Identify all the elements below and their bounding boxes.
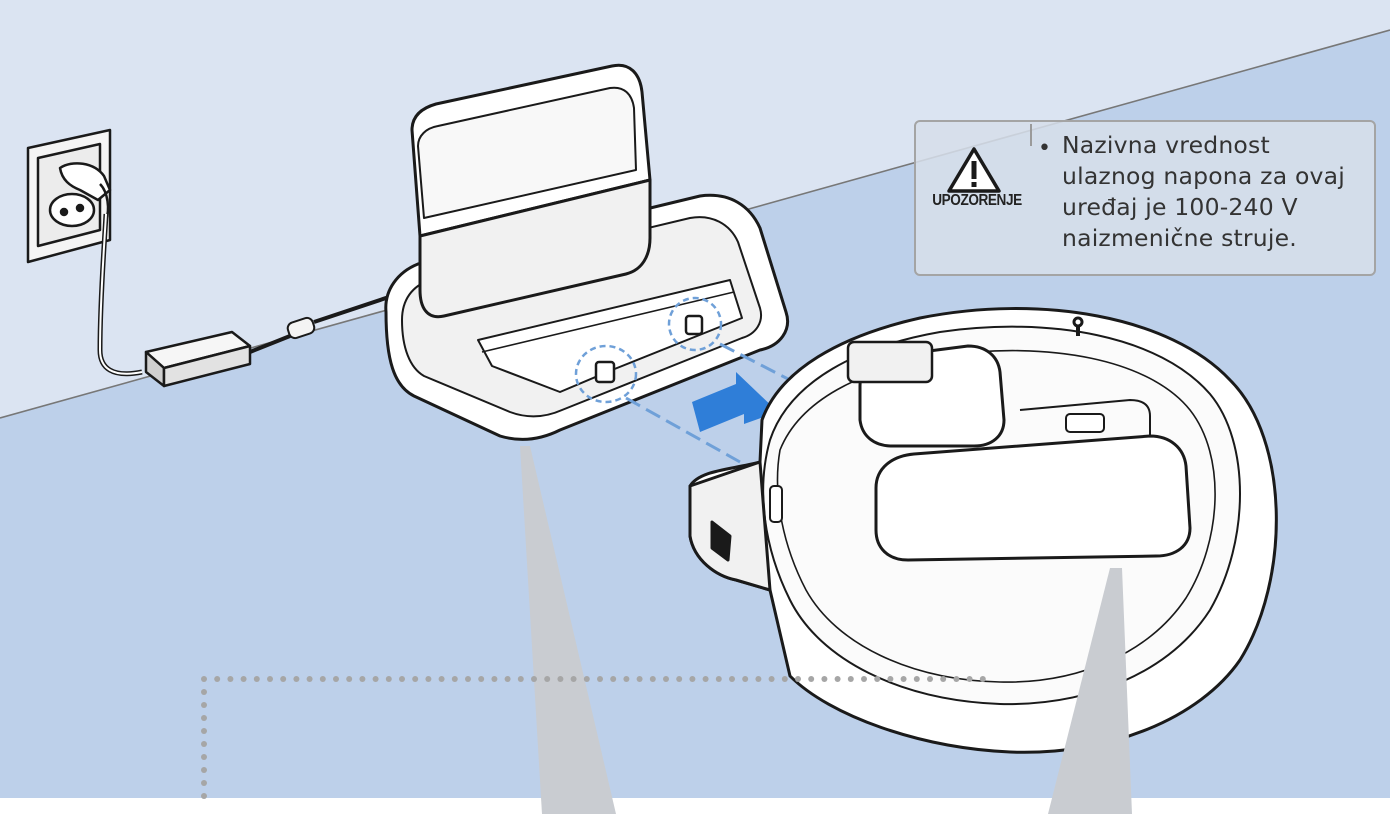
- guide-dot: [702, 676, 709, 682]
- warning-text: Nazivna vrednost ulaznog napona za ovaj …: [1062, 131, 1345, 252]
- guide-dot: [676, 676, 683, 682]
- guide-dot: [478, 676, 485, 682]
- guide-dot: [689, 676, 696, 682]
- cable-dock: [313, 294, 393, 324]
- callout-pointer-dock: [520, 446, 616, 814]
- guide-dot: [306, 676, 313, 682]
- guide-dot: [834, 676, 841, 682]
- guide-dot: [451, 676, 458, 682]
- guide-dot: [781, 676, 788, 682]
- bottom-band: [0, 798, 1390, 814]
- contact-highlights: [574, 296, 723, 404]
- guide-dot: [253, 676, 260, 682]
- guide-dot: [940, 676, 947, 682]
- guide-dot: [372, 676, 379, 682]
- guide-dot: [636, 676, 643, 682]
- power-adapter-icon: [144, 330, 252, 388]
- guide-dot: [214, 676, 221, 682]
- guide-dot: [517, 676, 524, 682]
- guide-dot: [610, 676, 617, 682]
- guide-dot: [887, 676, 894, 682]
- guide-dot: [742, 676, 749, 682]
- warning-box: UPOZORENJE • Nazivna vrednost ulaznog na…: [914, 120, 1376, 276]
- guide-dot: [412, 676, 419, 682]
- guide-dot: [583, 676, 590, 682]
- guide-dot: [438, 676, 445, 682]
- guide-dot: [953, 676, 960, 682]
- guide-dot: [201, 728, 207, 734]
- guide-dot: [755, 676, 762, 682]
- docking-station: [384, 63, 789, 441]
- guide-dot: [240, 676, 247, 682]
- guide-dot: [465, 676, 471, 682]
- guide-dot: [201, 676, 207, 682]
- guide-dot: [385, 676, 392, 682]
- guide-dot: [649, 676, 656, 682]
- warning-triangle-icon: [947, 147, 1001, 193]
- guide-dot: [333, 676, 339, 682]
- guide-dot: [874, 676, 881, 682]
- warning-bullet: •: [1038, 136, 1051, 161]
- guide-dot: [808, 676, 815, 682]
- guide-dot: [623, 676, 630, 682]
- guide-dot: [201, 754, 207, 760]
- callout-pointer-robot: [1048, 568, 1132, 814]
- guide-dot: [425, 676, 432, 682]
- guide-dot: [861, 676, 867, 682]
- guide-dot: [531, 676, 537, 682]
- guide-dot: [491, 676, 498, 682]
- guide-dot: [201, 793, 207, 799]
- guide-dot: [663, 676, 669, 682]
- guide-dot: [346, 676, 353, 682]
- guide-dot: [280, 676, 287, 682]
- alignment-guides: [625, 342, 791, 464]
- guide-dot: [201, 780, 207, 786]
- guide-dot: [319, 676, 326, 682]
- guide-dot: [821, 676, 828, 682]
- guide-dot: [729, 676, 735, 682]
- guide-dot: [570, 676, 577, 682]
- guide-dot: [359, 676, 366, 682]
- guide-dot: [913, 676, 920, 682]
- guide-dot: [847, 676, 854, 682]
- guide-dot: [544, 676, 551, 682]
- guide-dot: [293, 676, 300, 682]
- guide-dot: [399, 676, 405, 682]
- guide-dot: [597, 676, 603, 682]
- insert-arrow-icon: [692, 372, 778, 432]
- guide-dot: [966, 676, 973, 682]
- guide-dot: [979, 676, 986, 682]
- guide-dot: [201, 702, 207, 708]
- power-outlet-icon: [26, 128, 112, 264]
- guide-dot: [927, 676, 933, 682]
- guide-dot: [557, 676, 564, 682]
- guide-dot: [201, 689, 207, 695]
- guide-dot: [267, 676, 273, 682]
- guide-dot: [795, 676, 801, 682]
- warning-label: UPOZORENJE: [932, 192, 1022, 209]
- guide-dot: [504, 676, 511, 682]
- dotted-guide: [201, 676, 986, 799]
- guide-dot: [201, 741, 207, 747]
- ferrite-bead: [286, 316, 316, 340]
- guide-dot: [768, 676, 775, 682]
- guide-dot: [201, 767, 207, 773]
- guide-dot: [900, 676, 907, 682]
- warning-divider: [1030, 124, 1032, 146]
- guide-dot: [715, 676, 722, 682]
- guide-dot: [227, 676, 234, 682]
- guide-dot: [201, 715, 207, 721]
